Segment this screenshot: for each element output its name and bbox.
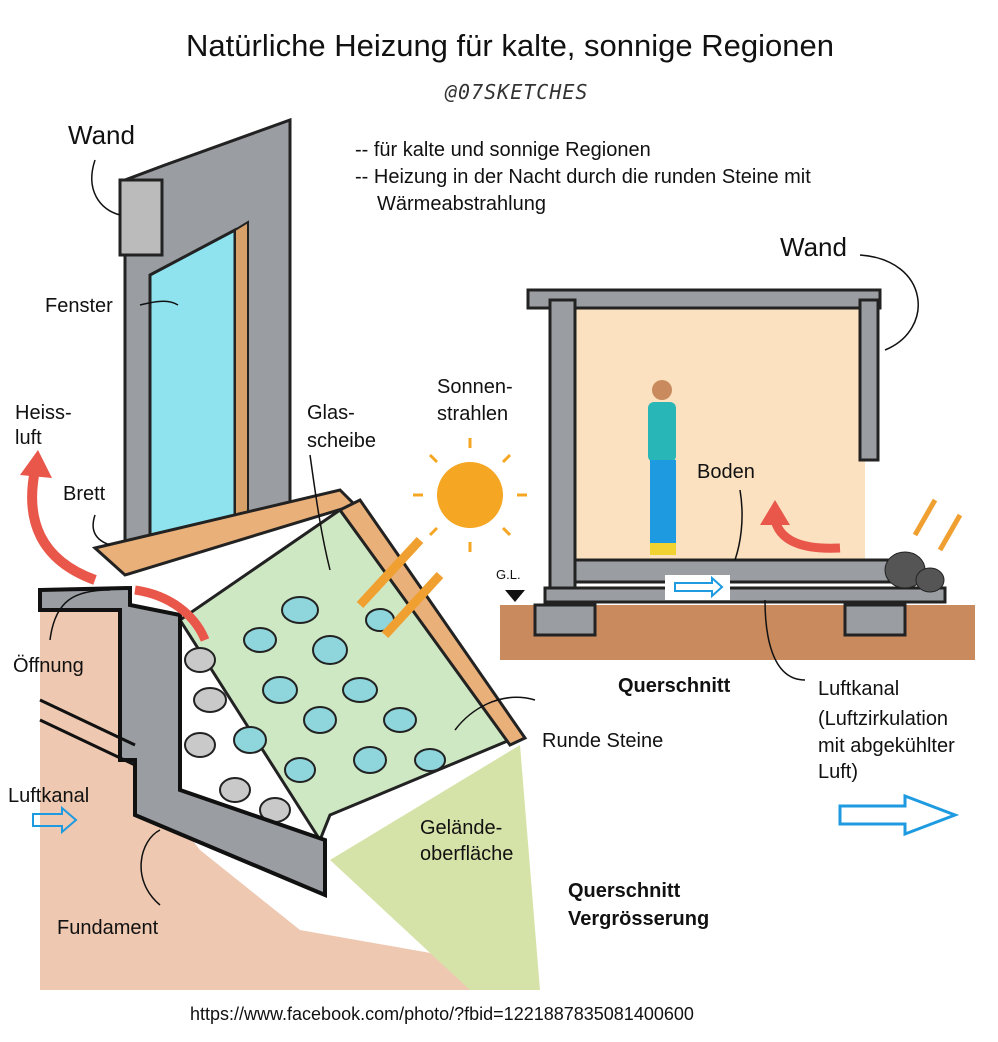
person-icon (648, 380, 676, 555)
label-heissluft-1: Heiss- (15, 402, 72, 424)
label-luftkanal-right-3: mit abgekühlter (818, 735, 955, 757)
wall-section (118, 178, 164, 257)
label-luftkanal-right-2: (Luftzirkulation (818, 708, 949, 730)
label-wand-right: Wand (780, 232, 847, 262)
sun-icon (413, 438, 527, 552)
glass-pane (337, 498, 528, 747)
label-glasscheibe-2: scheibe (307, 430, 376, 452)
label-heissluft-2: luft (15, 427, 42, 449)
hot-air-arrow (27, 469, 97, 585)
terrain-surface (330, 745, 540, 990)
source-url: https://www.facebook.com/photo/?fbid=122… (190, 1004, 694, 1024)
caption-left-1: Querschnitt (568, 880, 681, 902)
watermark-logo: @07SKETCHES (445, 80, 589, 104)
label-sonnenstrahlen-2: strahlen (437, 403, 509, 425)
gl-marker-icon (505, 590, 525, 602)
label-oeffnung: Öffnung (13, 655, 84, 677)
caption-right: Querschnitt (618, 675, 731, 697)
warm-air-arrow (770, 518, 841, 553)
cool-air-arrow-large (838, 793, 960, 837)
grey-stones (184, 647, 291, 823)
label-brett: Brett (63, 483, 106, 505)
label-fundament: Fundament (57, 917, 159, 939)
building-frame (526, 288, 947, 637)
cool-air-arrow-small (674, 575, 724, 599)
stones (233, 596, 446, 783)
note-line-2: -- Heizung in der Nacht durch die runden… (355, 166, 811, 188)
label-runde-steine: Runde Steine (542, 730, 664, 752)
opening-arrow (134, 585, 210, 642)
label-wand-left: Wand (68, 120, 135, 150)
label-glasscheibe-1: Glas- (307, 402, 355, 424)
foundation (38, 585, 327, 899)
sun-rays-arrows (356, 536, 444, 639)
cool-air-arrow-left (32, 805, 78, 835)
page-title: Natürliche Heizung für kalte, sonnige Re… (186, 28, 834, 63)
note-line-1: -- für kalte und sonnige Regionen (355, 139, 651, 161)
label-luftkanal-left: Luftkanal (8, 785, 90, 807)
note-line-3: Wärmeabstrahlung (377, 193, 546, 215)
label-gl: G.L. (496, 567, 521, 582)
caption-left-2: Vergrösserung (568, 908, 710, 930)
label-boden: Boden (697, 461, 755, 483)
window (148, 227, 237, 563)
label-sonnenstrahlen-1: Sonnen- (437, 376, 513, 398)
right-stones (884, 551, 945, 593)
label-gelaende-1: Gelände- (420, 817, 503, 839)
label-luftkanal-right-4: Luft) (818, 761, 859, 783)
label-luftkanal-right-1: Luftkanal (818, 678, 900, 700)
air-duct-lines (39, 698, 136, 747)
interior (575, 305, 865, 560)
label-fenster: Fenster (45, 295, 113, 317)
label-gelaende-2: oberfläche (420, 843, 514, 865)
window-frame (234, 220, 249, 527)
